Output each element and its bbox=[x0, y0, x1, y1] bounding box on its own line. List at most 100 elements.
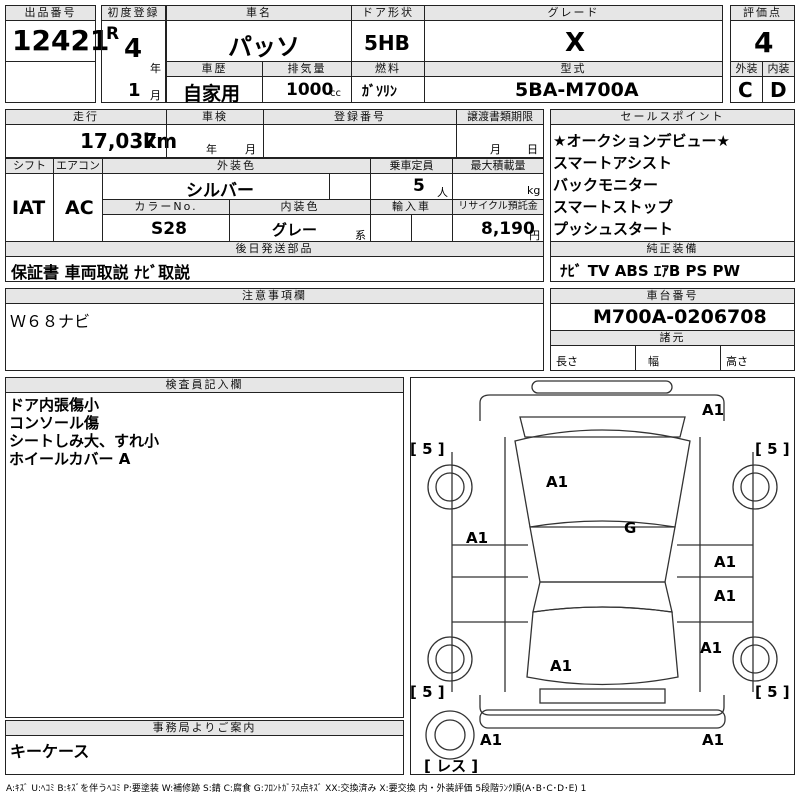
int-color: グレー bbox=[272, 221, 318, 239]
regno-cell bbox=[263, 124, 457, 158]
tyre-rear-right: [ 5 ] bbox=[755, 683, 790, 701]
fuel: ｶﾞｿﾘﾝ bbox=[362, 84, 397, 100]
wheel-front-right bbox=[732, 464, 778, 510]
rear-plate bbox=[539, 688, 666, 704]
score-header: 評価点 bbox=[730, 5, 795, 21]
ext-color-header: 外装色 bbox=[102, 158, 371, 174]
ext-color-side-cell bbox=[329, 173, 371, 200]
tyre-rear-left: [ 5 ] bbox=[410, 683, 445, 701]
windshield-outline bbox=[514, 429, 691, 528]
history: 自家用 bbox=[183, 83, 241, 105]
grade: X bbox=[565, 28, 586, 58]
spare-tyre-inner bbox=[434, 719, 466, 751]
tyre-front-right: [ 5 ] bbox=[755, 440, 790, 458]
lot-no-header: 出品番号 bbox=[5, 5, 96, 21]
door-type: 5HB bbox=[364, 31, 410, 55]
interior-cell bbox=[762, 76, 795, 103]
width-label: 幅 bbox=[648, 355, 659, 368]
capacity-unit: 人 bbox=[437, 186, 448, 199]
right-side-outline bbox=[677, 452, 754, 692]
notes-header: 注意事項欄 bbox=[5, 288, 544, 304]
first-reg-cell bbox=[101, 20, 166, 103]
trunk-outline bbox=[526, 606, 679, 686]
import-cell bbox=[370, 214, 412, 242]
rear-outline bbox=[479, 695, 725, 716]
dims-header: 諸元 bbox=[550, 330, 795, 346]
inspector-line-4: ホイールカバー A bbox=[9, 450, 131, 468]
office-cell bbox=[5, 735, 404, 775]
regno-header: 登録番号 bbox=[263, 109, 457, 125]
max-load-unit: kg bbox=[527, 184, 541, 197]
model-header: 型式 bbox=[424, 61, 723, 77]
car-damage-diagram: [ 5 ] [ 5 ] [ 5 ] [ 5 ] [ レス ] A1 A1 G A… bbox=[410, 380, 790, 775]
recycle-unit: 円 bbox=[529, 229, 540, 242]
wheel-rear-left bbox=[427, 636, 473, 682]
mark-right-rear-door: A1 bbox=[714, 587, 736, 605]
chassis-number: M700A-0206708 bbox=[593, 306, 767, 328]
sales-point-2: スマートアシスト bbox=[553, 154, 672, 172]
spare-tyre bbox=[425, 710, 475, 760]
height-cell bbox=[720, 345, 795, 371]
inspector-line-1: ドア内張傷小 bbox=[9, 396, 100, 414]
car-name-header: 車名 bbox=[166, 5, 352, 21]
mark-hood: A1 bbox=[546, 473, 568, 491]
inspector-cell bbox=[5, 392, 404, 718]
history-header: 車歴 bbox=[166, 61, 263, 77]
displacement-header: 排気量 bbox=[262, 61, 352, 77]
import-cell-2 bbox=[411, 214, 453, 242]
color-no-header: カラーNo. bbox=[102, 199, 230, 215]
grade-header: グレード bbox=[424, 5, 723, 21]
transfer-cell bbox=[456, 124, 544, 158]
legend: A:ｷｽﾞ U:ﾍｺﾐ B:ｷｽﾞを伴うﾍｺﾐ P:要塗装 W:補修跡 S:錆 … bbox=[6, 784, 587, 794]
later-parts-cell bbox=[5, 256, 544, 282]
exterior-grade: C bbox=[738, 78, 753, 102]
tyre-front-left: [ 5 ] bbox=[410, 440, 445, 458]
mileage: 17,037 bbox=[80, 129, 158, 153]
sales-point-header: セールスポイント bbox=[550, 109, 795, 125]
notes-text: Ｗ６８ナビ bbox=[10, 312, 91, 331]
int-color-unit: 系 bbox=[355, 229, 366, 242]
hood-outline bbox=[519, 416, 686, 438]
color-no: S28 bbox=[151, 219, 187, 239]
equipment: ﾅﾋﾞ TV ABS ｴｱB PS PW bbox=[560, 262, 741, 280]
notes-cell bbox=[5, 303, 544, 371]
recycle-fee: 8,190 bbox=[481, 219, 535, 239]
sales-point-1: ★オークションデビュー★ bbox=[553, 132, 730, 150]
later-parts: 保証書 車両取説 ﾅﾋﾞ取説 bbox=[11, 263, 191, 282]
car-name: パッソ bbox=[228, 33, 300, 61]
transfer-day-unit: 日 bbox=[527, 143, 538, 156]
mileage-header: 走行 bbox=[5, 109, 167, 125]
ac-header: エアコン bbox=[53, 158, 103, 174]
door-header: ドア形状 bbox=[351, 5, 425, 21]
ext-color: シルバー bbox=[186, 181, 254, 201]
lot-no: 12421 bbox=[12, 24, 110, 57]
inspection-header: 車検 bbox=[166, 109, 264, 125]
interior-grade: D bbox=[770, 78, 787, 102]
wheel-front-left bbox=[427, 464, 473, 510]
era: R bbox=[106, 24, 120, 44]
wheel-front-right-inner bbox=[740, 472, 770, 502]
spare-label: [ レス ] bbox=[424, 757, 478, 775]
chassis-header: 車台番号 bbox=[550, 288, 795, 304]
inspection-month-unit: 月 bbox=[245, 143, 256, 156]
mark-left-front-door: A1 bbox=[466, 529, 488, 547]
height-label: 高さ bbox=[726, 355, 748, 368]
month-unit: 月 bbox=[150, 89, 161, 102]
lot-blank-cell bbox=[5, 61, 96, 103]
capacity-header: 乗車定員 bbox=[370, 158, 453, 174]
rear-bumper bbox=[479, 709, 726, 729]
mark-trunk: A1 bbox=[550, 657, 572, 675]
inspection-year-unit: 年 bbox=[206, 143, 217, 156]
mark-rear-right: A1 bbox=[702, 731, 724, 749]
import-header: 輸入車 bbox=[370, 199, 453, 215]
fuel-header: 燃料 bbox=[351, 61, 425, 77]
exterior-header: 外装 bbox=[730, 61, 763, 77]
left-side-outline bbox=[451, 452, 528, 692]
wheel-rear-right bbox=[732, 636, 778, 682]
year-unit: 年 bbox=[150, 62, 161, 75]
mark-right-rear-fender: A1 bbox=[700, 639, 722, 657]
sales-point-4: スマートストップ bbox=[553, 198, 673, 216]
score: 4 bbox=[754, 26, 774, 59]
office-text: キーケース bbox=[10, 742, 90, 761]
equipment-header: 純正装備 bbox=[550, 241, 795, 257]
